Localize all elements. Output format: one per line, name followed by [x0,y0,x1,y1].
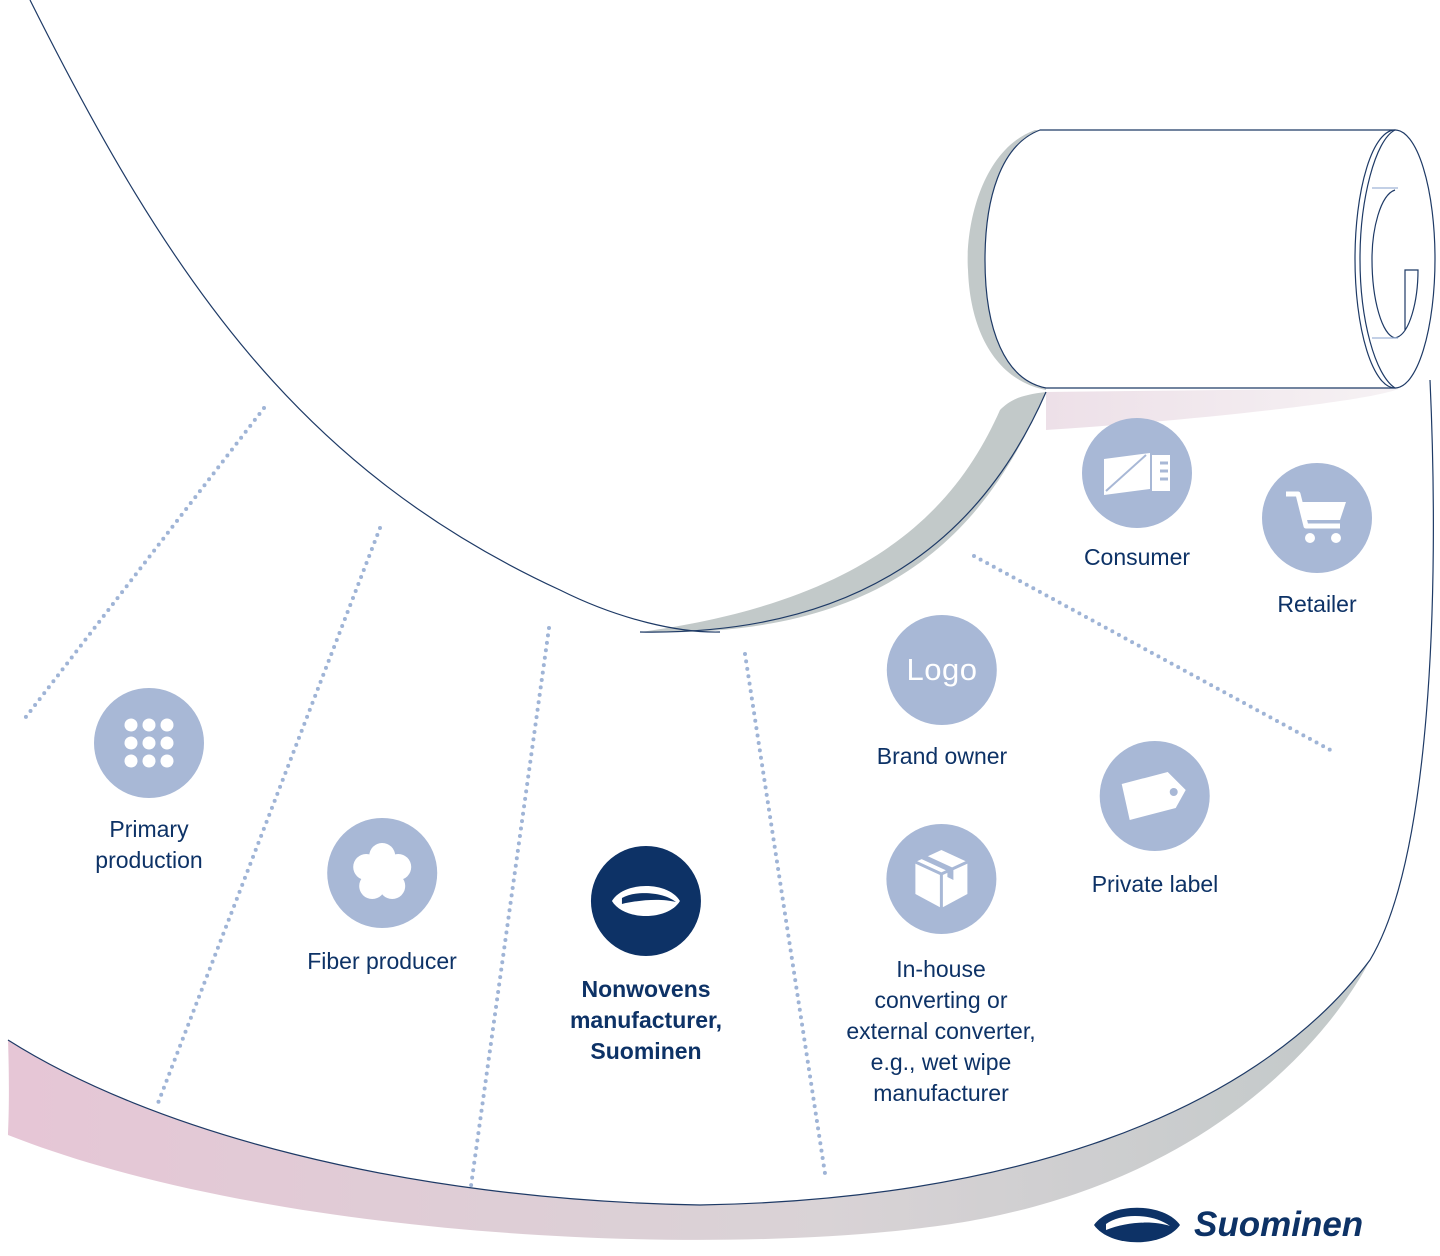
package-box-icon [886,824,996,934]
inner-fold-shadow [640,392,1046,633]
consumer-label: Consumer [1083,544,1191,570]
dotted-separators [20,406,1336,1188]
sheet-bottom-shadow [8,960,1370,1240]
retailer-label: Retailer [1277,591,1357,617]
sheet-outer-edge [29,0,721,633]
roll-spiral [1359,129,1419,389]
nonwovens-manufacturer-label: Nonwovens manufacturer, Suominen [569,976,723,1064]
grid-dots-icon [94,688,204,798]
node-consumer: Consumer [1082,418,1192,573]
logo-icon-text: Logo [906,652,978,687]
brand-name: Suominen [1194,1205,1364,1244]
node-retailer: Retailer [1262,463,1372,620]
logo-icon: Logo [886,615,997,725]
roll-end [1354,129,1436,389]
separator-line-3 [469,626,551,1188]
roll-shadow-band [967,130,1046,390]
separator-line-5 [972,554,1336,754]
fiber-producer-label: Fiber producer [307,948,457,974]
cotton-flower-icon [326,818,437,928]
wipes-pack-icon [1082,418,1192,528]
separator-line-2 [156,526,382,1105]
roll-spiral-tints [1372,187,1398,339]
node-primary-production: Primary production [94,688,204,876]
private-label-label: Private label [1091,871,1219,897]
node-brand-owner: Logo Brand owner [877,615,1007,772]
shopping-cart-icon [1262,463,1372,573]
suominen-logo-mark [1094,1207,1180,1243]
node-converter: In-house converting or external converte… [846,824,1036,1109]
brand-owner-label: Brand owner [876,743,1008,769]
node-fiber-producer: Fiber producer [307,818,457,977]
node-private-label: Private label [1091,741,1219,900]
sheet-bottom-edge [7,379,1434,1206]
separator-line-4 [743,652,828,1182]
price-tag-icon [1099,741,1210,851]
suominen-brand-logo: Suominen [1092,1200,1363,1250]
converter-label: In-house converting or external converte… [846,956,1036,1106]
sheet-inner-curve [639,391,1047,633]
node-nonwovens-manufacturer: Nonwovens manufacturer, Suominen [570,846,722,1067]
primary-production-label: Primary production [95,816,203,873]
separator-line-1 [20,406,266,724]
roll-body [984,129,1396,389]
suominen-eye-icon [590,846,701,956]
